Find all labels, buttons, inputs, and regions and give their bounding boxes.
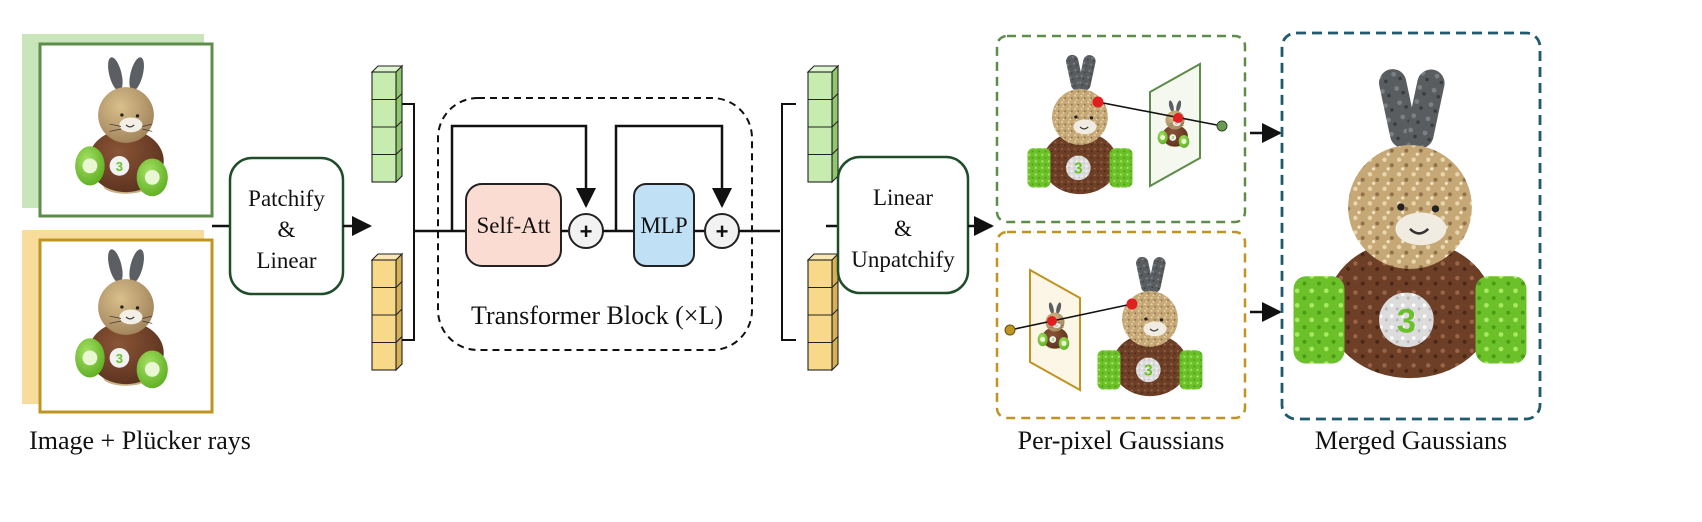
svg-text:&: & — [278, 217, 296, 242]
linear-unpatchify-module: Linear & Unpatchify — [836, 155, 970, 295]
token-stack-icon — [371, 65, 403, 183]
input-view-1 — [22, 34, 214, 218]
camera-plane-icon — [1149, 62, 1201, 188]
token-stack-icon — [807, 65, 839, 183]
svg-text:&: & — [894, 216, 912, 241]
per-pixel-gaussians-view-1 — [995, 34, 1247, 224]
merged-gaussians-view — [1280, 31, 1542, 421]
residual-add-1: + — [568, 213, 604, 249]
merged-caption: Merged Gaussians — [1315, 426, 1507, 455]
svg-text:Patchify: Patchify — [248, 186, 325, 211]
input-view-2 — [22, 230, 214, 414]
self-att-module: Self-Att — [465, 183, 562, 267]
svg-text:MLP: MLP — [640, 213, 687, 238]
transformer-block-label: Transformer Block (×L) — [471, 301, 723, 330]
input-caption: Image + Plücker rays — [29, 426, 251, 455]
per-pixel-gaussians-view-2 — [995, 230, 1247, 420]
token-stack-icon — [807, 253, 839, 371]
residual-add-2: + — [704, 213, 740, 249]
mlp-module: MLP — [633, 183, 695, 267]
svg-text:Self-Att: Self-Att — [476, 213, 551, 238]
transformer-block: Self-Att + MLP + Transformer Block (×L) — [437, 97, 753, 351]
camera-plane-icon — [1029, 268, 1081, 392]
per-pixel-caption: Per-pixel Gaussians — [1018, 426, 1225, 455]
token-bracket-left — [402, 103, 415, 341]
svg-text:+: + — [580, 219, 593, 244]
patchify-linear-module: Patchify & Linear — [228, 156, 345, 296]
svg-text:Linear: Linear — [256, 248, 316, 273]
svg-text:Unpatchify: Unpatchify — [851, 247, 955, 272]
svg-text:+: + — [716, 219, 729, 244]
token-bracket-right — [781, 103, 796, 341]
token-stack-icon — [371, 253, 403, 371]
svg-text:Linear: Linear — [873, 185, 933, 210]
